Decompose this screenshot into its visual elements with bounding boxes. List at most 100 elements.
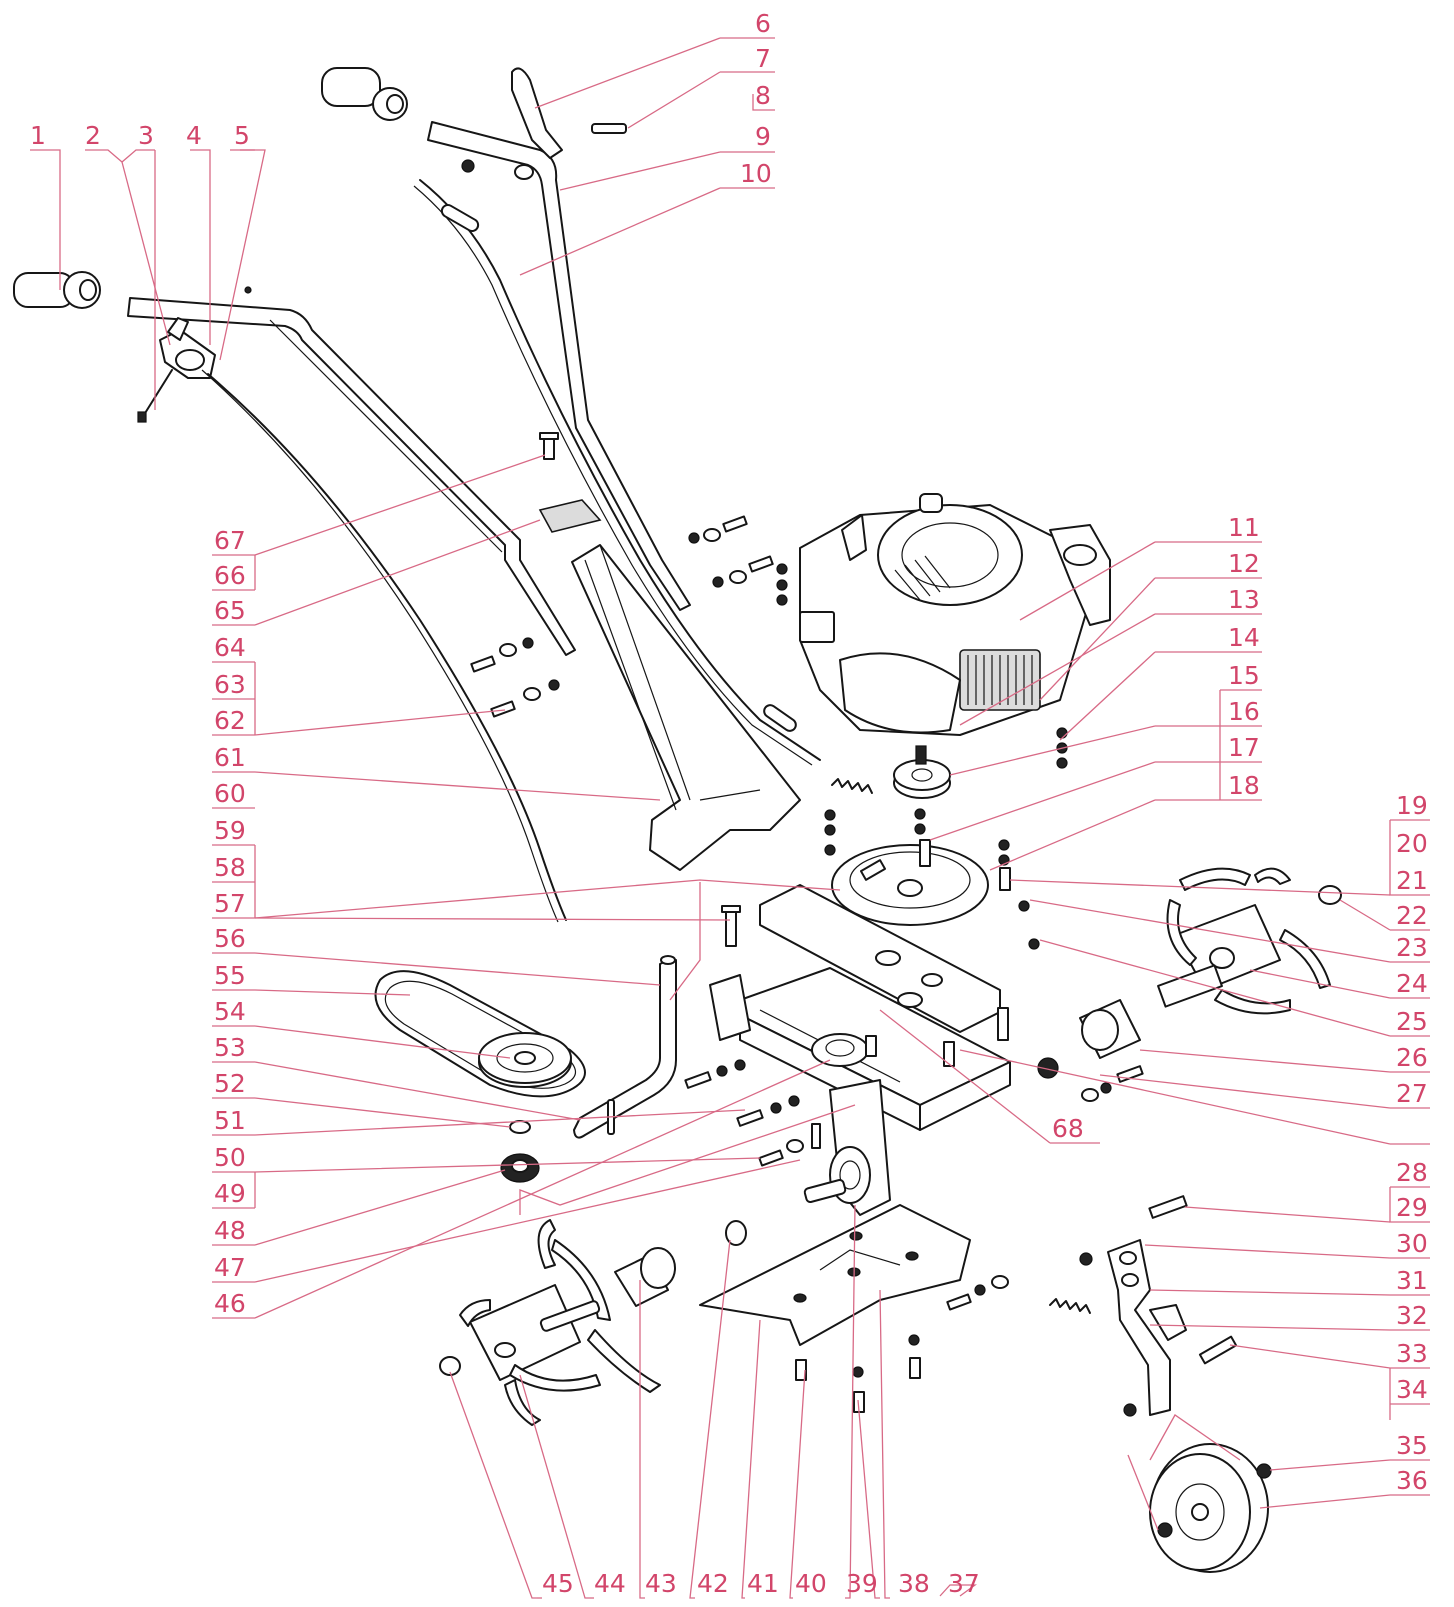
part-label-56: 56: [214, 924, 246, 953]
part-number-labels: 1 2 3 4 5 6 7 8 9 10 11 12 13 14 15 16 1…: [30, 9, 1428, 1598]
part-label-28: 28: [1396, 1158, 1428, 1187]
part-label-36: 36: [1396, 1466, 1428, 1495]
left-handlebar: [127, 297, 576, 656]
part-label-24: 24: [1396, 969, 1428, 998]
part-label-39: 39: [846, 1569, 878, 1598]
part-label-58: 58: [214, 853, 246, 882]
part-label-47: 47: [214, 1253, 246, 1282]
part-label-9: 9: [755, 122, 771, 151]
left-tine-assembly: [459, 1219, 661, 1426]
part-label-38: 38: [898, 1569, 930, 1598]
part-label-22: 22: [1396, 901, 1428, 930]
right-handlebar: [427, 121, 691, 611]
part-label-57: 57: [214, 889, 246, 918]
part-label-66: 66: [214, 561, 246, 590]
part-label-5: 5: [234, 121, 250, 150]
part-label-25: 25: [1396, 1007, 1428, 1036]
part-label-18: 18: [1228, 771, 1260, 800]
part-label-32: 32: [1396, 1301, 1428, 1330]
pulley-washer: [509, 1120, 531, 1134]
part-label-53: 53: [214, 1033, 246, 1062]
part-label-16: 16: [1228, 697, 1260, 726]
part-label-65: 65: [214, 596, 246, 625]
engine-pulley: [893, 745, 951, 799]
part-label-3: 3: [138, 121, 154, 150]
spring: [831, 778, 873, 794]
part-label-52: 52: [214, 1069, 246, 1098]
wheel-bracket: [1107, 1239, 1187, 1416]
part-label-17: 17: [1228, 733, 1260, 762]
part-label-67: 67: [214, 526, 246, 555]
tiller-exploded-view: [13, 67, 1342, 1573]
clutch-lever: [461, 67, 627, 180]
part-label-20: 20: [1396, 829, 1428, 858]
part-label-4: 4: [186, 121, 202, 150]
part-label-2: 2: [85, 121, 101, 150]
bearing: [500, 1153, 540, 1183]
wheel-nut: [1256, 1463, 1272, 1479]
part-label-10: 10: [740, 159, 772, 188]
shaft-seal-right: [1037, 1057, 1059, 1079]
part-label-60: 60: [214, 779, 246, 808]
part-label-19: 19: [1396, 791, 1428, 820]
engine: [799, 493, 1111, 736]
driven-pulley: [478, 1032, 572, 1088]
handle-mount-bracket: [538, 499, 801, 871]
throttle-lever: [137, 286, 252, 423]
tine-cap: [439, 1356, 461, 1376]
right-tine-assembly: [1157, 867, 1331, 1015]
part-label-13: 13: [1228, 585, 1260, 614]
fasteners: [470, 432, 1238, 1417]
part-label-40: 40: [795, 1569, 827, 1598]
part-label-54: 54: [214, 997, 246, 1026]
part-label-6: 6: [755, 9, 771, 38]
part-label-50: 50: [214, 1143, 246, 1172]
shift-rod: [573, 959, 677, 1139]
left-tine-hub-spacer: [614, 1247, 676, 1307]
part-label-29: 29: [1396, 1193, 1428, 1222]
part-label-37: 37: [948, 1569, 980, 1598]
part-label-26: 26: [1396, 1043, 1428, 1072]
part-label-21: 21: [1396, 866, 1428, 895]
part-label-30: 30: [1396, 1229, 1428, 1258]
part-label-31: 31: [1396, 1266, 1428, 1295]
part-label-27: 27: [1396, 1079, 1428, 1108]
part-label-34: 34: [1396, 1375, 1428, 1404]
part-label-44: 44: [594, 1569, 626, 1598]
part-label-51: 51: [214, 1106, 246, 1135]
wheel-nut-2: [1157, 1522, 1173, 1538]
part-label-35: 35: [1396, 1431, 1428, 1460]
shaft-seal-left: [725, 1220, 747, 1246]
part-label-14: 14: [1228, 623, 1260, 652]
part-label-42: 42: [697, 1569, 729, 1598]
part-label-41: 41: [747, 1569, 779, 1598]
part-label-68: 68: [1052, 1114, 1084, 1143]
throttle-cable: [207, 373, 567, 921]
part-label-59: 59: [214, 816, 246, 845]
part-label-7: 7: [755, 44, 771, 73]
part-label-1: 1: [30, 121, 46, 150]
part-label-55: 55: [214, 961, 246, 990]
part-label-33: 33: [1396, 1339, 1428, 1368]
part-label-11: 11: [1228, 513, 1260, 542]
left-handle-grip: [13, 271, 101, 309]
tine-shield: [699, 1204, 971, 1346]
right-tine-hub-spacer: [1079, 999, 1141, 1059]
part-label-8: 8: [755, 81, 771, 110]
part-label-48: 48: [214, 1216, 246, 1245]
tine-cap-right: [1318, 885, 1342, 905]
part-label-46: 46: [214, 1289, 246, 1318]
clutch-cable: [419, 179, 821, 761]
callout-leader-lines: [30, 37, 1430, 1599]
part-label-62: 62: [214, 706, 246, 735]
part-label-45: 45: [542, 1569, 574, 1598]
belt-cover-dish: [831, 844, 989, 926]
part-label-15: 15: [1228, 661, 1260, 690]
part-label-12: 12: [1228, 549, 1260, 578]
part-label-63: 63: [214, 670, 246, 699]
right-handle-grip: [321, 67, 408, 121]
part-label-43: 43: [645, 1569, 677, 1598]
part-label-61: 61: [214, 743, 246, 772]
part-label-64: 64: [214, 633, 246, 662]
